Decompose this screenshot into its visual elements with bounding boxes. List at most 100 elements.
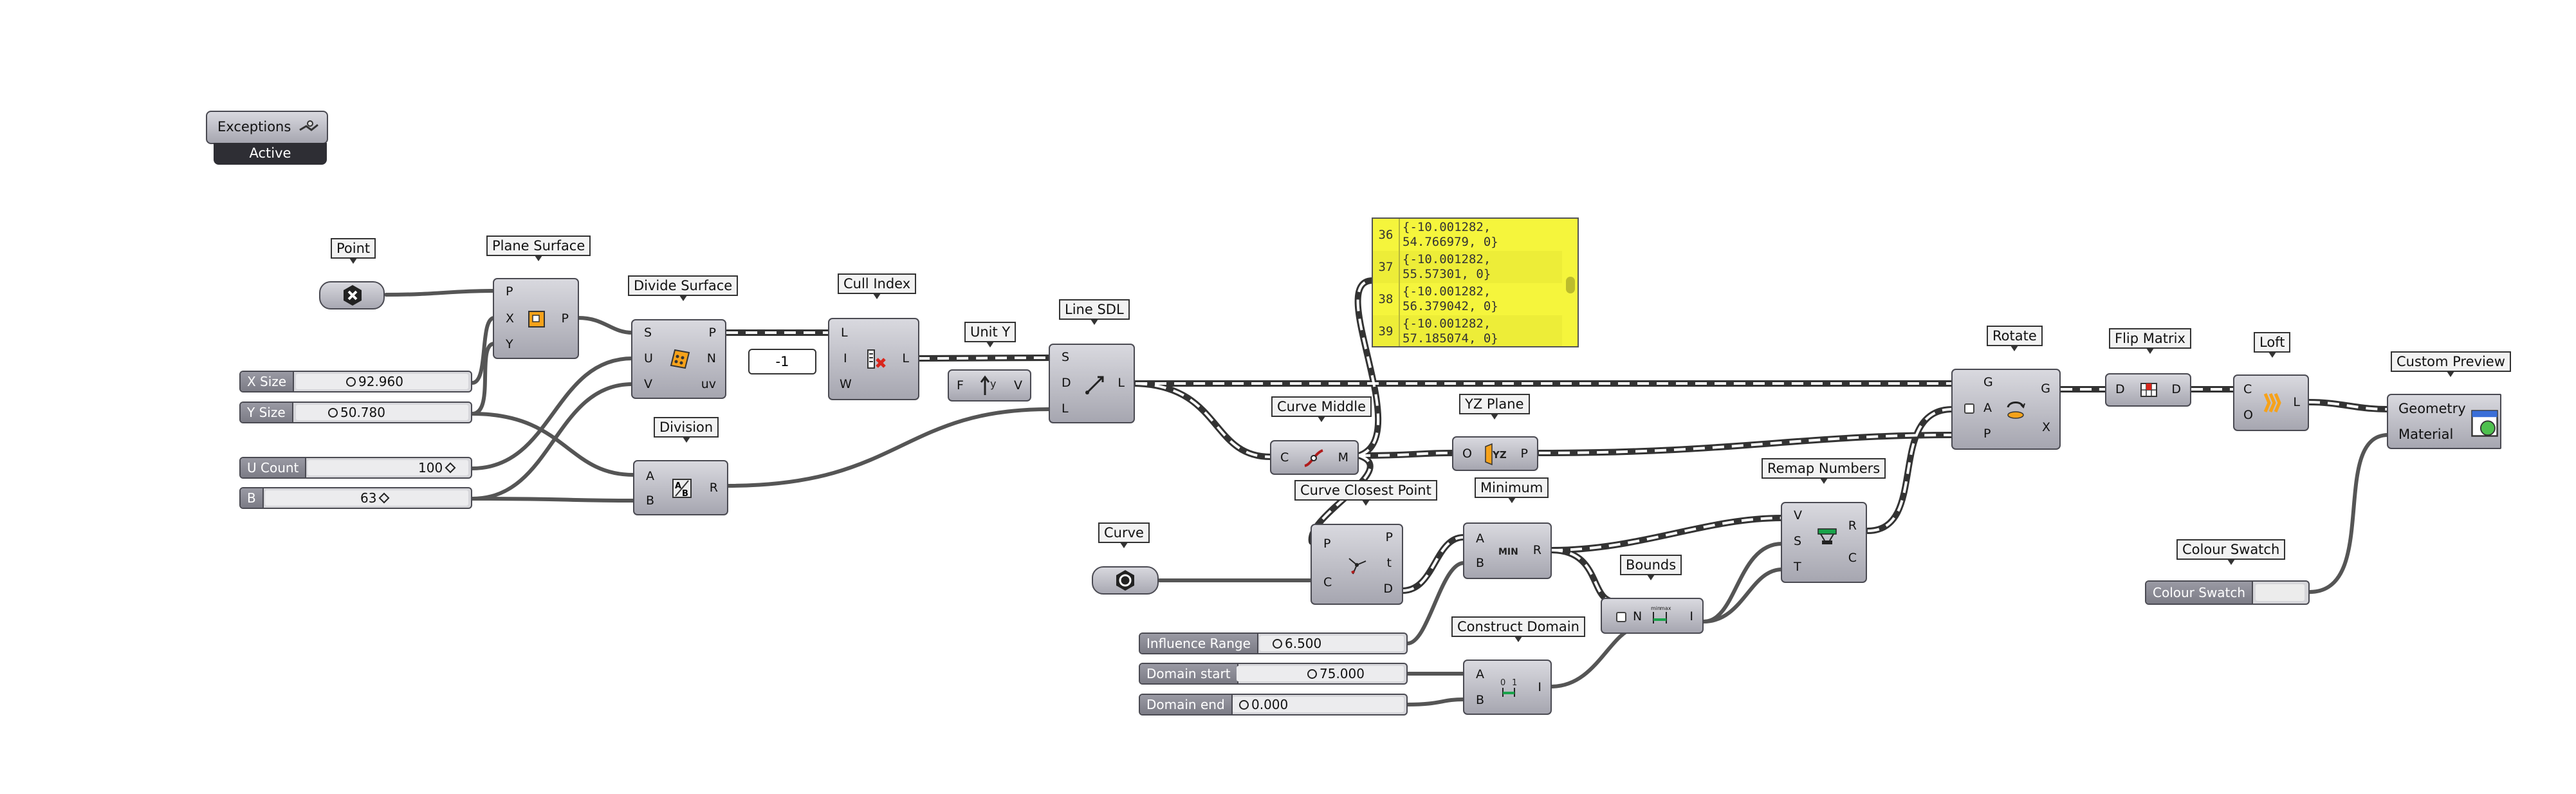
yz-plane-output-p[interactable]: P [1520, 447, 1528, 461]
yz-plane-input-o[interactable]: O [1462, 447, 1472, 461]
curve-middle-component[interactable]: C M [1270, 440, 1359, 475]
construct-domain-input-b[interactable]: B [1476, 693, 1485, 707]
remap-numbers-component[interactable]: V S T R C [1781, 502, 1867, 583]
flip-matrix-component[interactable]: D D [2105, 373, 2191, 407]
bounds-input-n[interactable]: N [1633, 609, 1642, 623]
cull-index-input-i[interactable]: I [843, 351, 847, 365]
slider-knob-icon[interactable] [378, 492, 390, 504]
cull-index-input-w[interactable]: W [840, 377, 852, 391]
yz-plane-component[interactable]: O P YZ [1452, 436, 1538, 471]
construct-domain-output-i[interactable]: I [1538, 680, 1541, 694]
unit-y-component[interactable]: F V y [948, 369, 1031, 402]
curve-closest-point-component[interactable]: P C P t D [1311, 524, 1403, 605]
plane-surface-input-y[interactable]: Y [506, 337, 513, 351]
y-size-slider[interactable]: Y Size 50.780 [239, 402, 472, 423]
custom-preview-input-material[interactable]: Material [2398, 427, 2454, 442]
x-size-slider-value[interactable]: 92.960 [346, 372, 403, 391]
panel-scrollbar[interactable] [1566, 277, 1575, 293]
unit-y-input-f[interactable]: F [957, 378, 964, 392]
divide-surface-output-p[interactable]: P [708, 326, 716, 340]
domain-end-slider-value[interactable]: 0.000 [1239, 695, 1288, 714]
minimum-input-a[interactable]: A [1476, 531, 1484, 546]
curve-middle-output-m[interactable]: M [1338, 450, 1348, 465]
curve-closest-point-output-d[interactable]: D [1383, 582, 1393, 596]
remap-numbers-output-r[interactable]: R [1848, 519, 1857, 533]
custom-preview-input-geometry[interactable]: Geometry [2398, 401, 2466, 416]
remap-numbers-input-t[interactable]: T [1794, 560, 1801, 574]
x-size-slider[interactable]: X Size 92.960 [239, 371, 472, 392]
slider-knob-icon[interactable] [1239, 700, 1249, 710]
divide-surface-component[interactable]: S U V P N uv [631, 319, 726, 399]
domain-end-slider[interactable]: Domain end 0.000 [1139, 694, 1408, 716]
cull-index-output-l[interactable]: L [902, 351, 909, 365]
unit-y-output-v[interactable]: V [1014, 378, 1022, 392]
plane-surface-input-p[interactable]: P [506, 284, 513, 299]
division-input-b[interactable]: B [646, 494, 655, 508]
curve-middle-input-c[interactable]: C [1280, 450, 1289, 465]
rotate-output-x[interactable]: X [2041, 420, 2050, 434]
divide-surface-input-v[interactable]: V [644, 377, 652, 391]
loft-input-o[interactable]: O [2243, 408, 2253, 422]
plane-surface-component[interactable]: P X Y P [493, 278, 579, 359]
influence-range-slider-value[interactable]: 6.500 [1273, 634, 1321, 653]
domain-start-slider[interactable]: Domain start 75.000 [1139, 663, 1408, 685]
divide-surface-input-s[interactable]: S [644, 326, 652, 340]
line-sdl-input-s[interactable]: S [1062, 350, 1070, 364]
u-count-slider-value[interactable]: 100 [418, 458, 456, 477]
minimum-output-r[interactable]: R [1532, 543, 1541, 557]
cull-index-component[interactable]: L I W L [828, 318, 919, 400]
division-output-r[interactable]: R [709, 481, 718, 495]
plane-surface-output-p[interactable]: P [561, 311, 569, 326]
slider-knob-icon[interactable] [445, 462, 456, 474]
line-sdl-component[interactable]: S D L L [1049, 344, 1135, 423]
remap-numbers-output-c[interactable]: C [1848, 551, 1857, 565]
curve-closest-point-input-c[interactable]: C [1323, 575, 1332, 589]
plane-surface-input-x[interactable]: X [506, 311, 515, 326]
minimum-input-b[interactable]: B [1476, 556, 1485, 570]
rotate-input-g[interactable]: G [1983, 375, 1993, 389]
text-panel[interactable]: 36 {-10.001282,54.766979, 0} 37 {-10.001… [1372, 217, 1579, 347]
curve-closest-point-output-p[interactable]: P [1385, 530, 1393, 544]
slider-knob-icon[interactable] [328, 408, 338, 418]
slider-knob-icon[interactable] [1273, 639, 1282, 649]
rotate-input-flag[interactable] [1964, 403, 1974, 414]
line-sdl-input-d[interactable]: D [1062, 376, 1071, 390]
b-slider-value[interactable]: 63 [360, 488, 390, 508]
rotate-input-a[interactable]: A [1983, 401, 1992, 415]
flip-matrix-output-d[interactable]: D [2171, 382, 2181, 396]
cull-index-input-l[interactable]: L [841, 326, 848, 340]
slider-knob-icon[interactable] [1307, 669, 1317, 679]
exceptions-component[interactable]: Exceptions [206, 111, 328, 144]
division-input-a[interactable]: A [646, 469, 654, 483]
colour-swatch-color[interactable] [2256, 584, 2305, 601]
y-size-slider-value[interactable]: 50.780 [328, 403, 385, 422]
point-param[interactable] [319, 281, 385, 309]
slider-knob-icon[interactable] [346, 377, 356, 387]
curve-closest-point-input-p[interactable]: P [1323, 537, 1331, 551]
loft-component[interactable]: C O L [2233, 374, 2309, 431]
rotate-output-g[interactable]: G [2041, 382, 2050, 396]
custom-preview-component[interactable]: Geometry Material [2387, 394, 2501, 449]
remap-numbers-input-s[interactable]: S [1794, 534, 1802, 548]
bounds-output-i[interactable]: I [1689, 609, 1693, 623]
divide-surface-output-uv[interactable]: uv [701, 377, 716, 391]
rotate-component[interactable]: G A P G X [1951, 369, 2061, 450]
colour-swatch-component[interactable]: Colour Swatch [2145, 580, 2310, 605]
divide-surface-output-n[interactable]: N [706, 351, 716, 365]
divide-surface-input-u[interactable]: U [644, 351, 653, 365]
rotate-input-p[interactable]: P [1983, 427, 1991, 441]
construct-domain-input-a[interactable]: A [1476, 667, 1484, 681]
curve-closest-point-output-t[interactable]: t [1386, 556, 1392, 570]
bounds-input-flag[interactable] [1616, 612, 1626, 622]
line-sdl-input-l[interactable]: L [1062, 402, 1069, 416]
line-sdl-output-l[interactable]: L [1118, 376, 1125, 390]
minimum-component[interactable]: A B R MIN [1463, 522, 1552, 579]
loft-output-l[interactable]: L [2293, 395, 2300, 409]
domain-start-slider-value[interactable]: 75.000 [1307, 664, 1365, 683]
b-slider[interactable]: B 63 [239, 487, 472, 509]
flip-matrix-input-d[interactable]: D [2115, 382, 2125, 396]
influence-range-slider[interactable]: Influence Range 6.500 [1139, 632, 1408, 654]
